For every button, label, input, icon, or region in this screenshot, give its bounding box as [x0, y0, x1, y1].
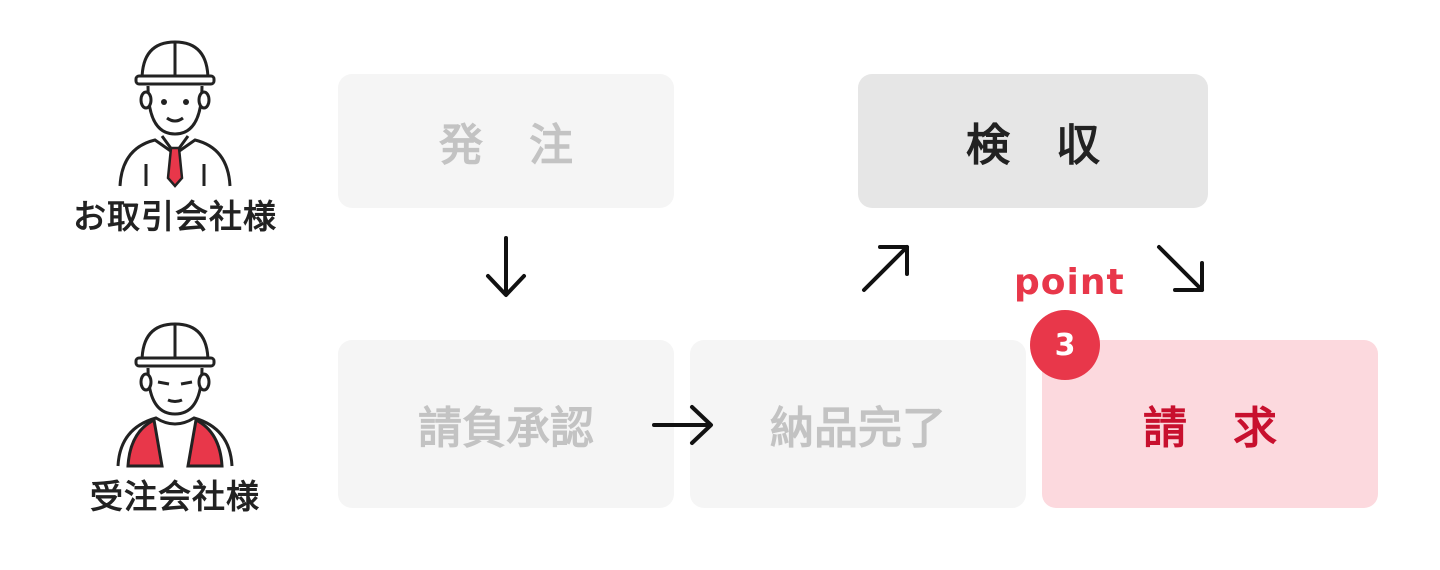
step-approve: 請負承認 — [338, 340, 674, 508]
arrow-down-icon — [486, 236, 526, 297]
actor-client-label: お取引会社様 — [73, 197, 277, 236]
actor-client: お取引会社様 — [45, 36, 305, 238]
worker-vest-icon — [116, 322, 234, 468]
actor-vendor: 受注会社様 — [45, 318, 305, 518]
arrow-up-right-icon — [862, 245, 909, 292]
point-number-badge: 3 — [1030, 310, 1100, 380]
step-order: 発注 — [338, 74, 674, 208]
worker-suit-icon — [118, 40, 232, 188]
step-deliver: 納品完了 — [690, 340, 1026, 508]
step-inspect: 検収 — [858, 74, 1208, 208]
arrow-down-right-icon — [1157, 245, 1204, 292]
actor-vendor-label: 受注会社様 — [90, 477, 260, 516]
step-invoice: 請求 — [1042, 340, 1378, 508]
point-label: point — [1014, 262, 1125, 303]
arrow-right-icon — [652, 405, 713, 445]
